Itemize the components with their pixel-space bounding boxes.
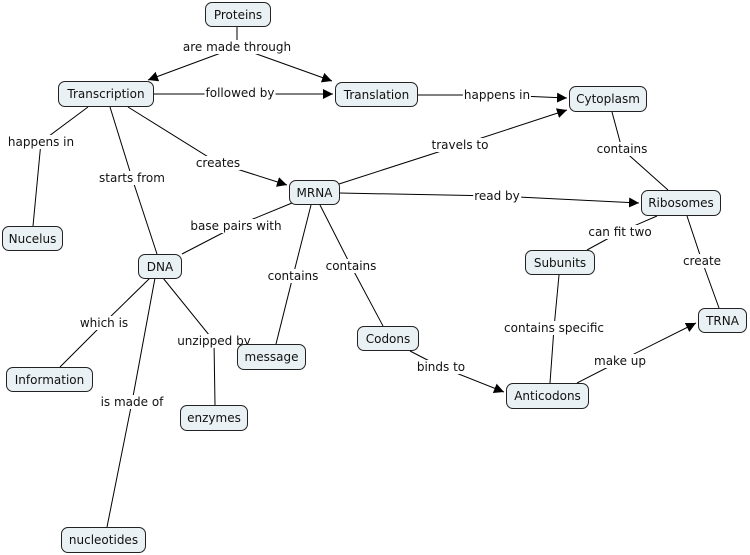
link-contains-message: contains — [266, 269, 320, 283]
link-contains-specific: contains specific — [503, 321, 605, 335]
node-nucleotides[interactable]: nucleotides — [61, 527, 146, 553]
link-which-is: which is — [78, 316, 130, 330]
node-translation[interactable]: Translation — [335, 82, 418, 107]
node-codons[interactable]: Codons — [357, 326, 419, 351]
link-travels-to: travels to — [430, 138, 490, 152]
link-make-up: make up — [593, 354, 647, 368]
node-subunits[interactable]: Subunits — [525, 250, 595, 275]
link-followed-by: followed by — [204, 86, 276, 100]
node-enzymes[interactable]: enzymes — [180, 405, 248, 431]
node-transcription[interactable]: Transcription — [58, 81, 154, 107]
link-binds-to: binds to — [415, 360, 467, 374]
node-dna[interactable]: DNA — [138, 254, 182, 279]
line-happens-in-nucelus — [32, 106, 89, 227]
link-is-made-of: is made of — [99, 395, 165, 409]
link-read-by: read by — [473, 189, 521, 203]
node-mrna[interactable]: MRNA — [289, 180, 340, 205]
node-information[interactable]: Information — [6, 367, 93, 392]
link-starts-from: starts from — [98, 171, 166, 185]
link-unzipped-by: unzipped by — [176, 334, 252, 348]
node-proteins[interactable]: Proteins — [205, 2, 271, 27]
node-cytoplasm[interactable]: Cytoplasm — [569, 86, 647, 112]
node-trna[interactable]: TRNA — [698, 308, 747, 333]
link-are-made-through: are made through — [181, 40, 293, 54]
link-happens-in-nucelus: happens in — [6, 135, 76, 149]
node-ribosomes[interactable]: Ribosomes — [641, 190, 721, 216]
node-nucelus[interactable]: Nucelus — [2, 226, 63, 251]
link-base-pairs-with: base pairs with — [189, 219, 283, 233]
node-anticodons[interactable]: Anticodons — [506, 383, 589, 409]
link-contains-codons: contains — [324, 259, 378, 273]
link-contains-ribosomes: contains — [595, 142, 649, 156]
link-creates: creates — [194, 156, 242, 170]
link-happens-in-cytoplasm: happens in — [462, 88, 532, 102]
link-can-fit-two: can fit two — [587, 225, 653, 239]
node-message[interactable]: message — [237, 344, 306, 370]
link-create: create — [681, 254, 723, 268]
